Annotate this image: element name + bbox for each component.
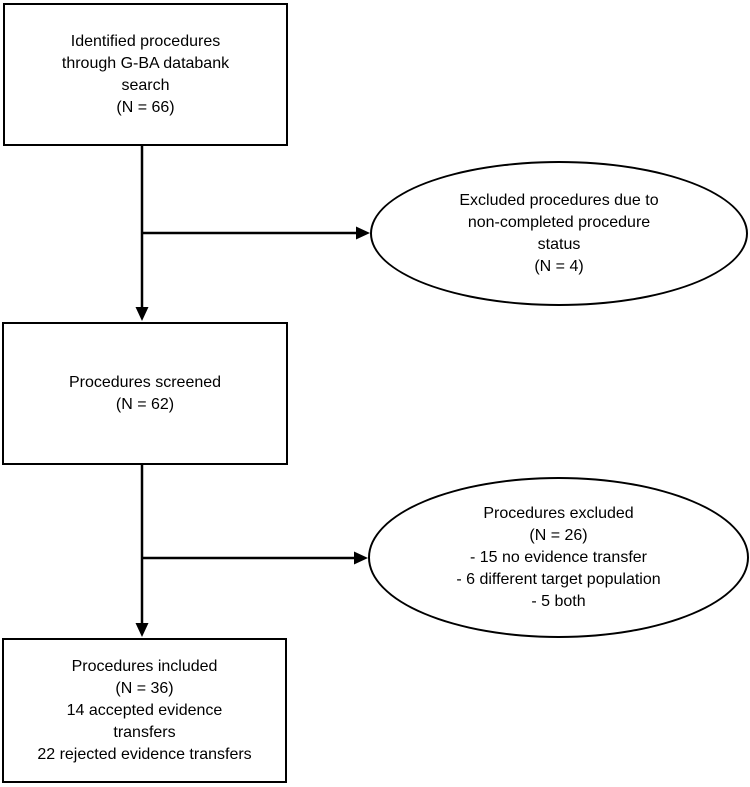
box-procedures-included: Procedures included (N = 36) 14 accepted… <box>2 638 287 783</box>
text-line: Procedures excluded <box>483 504 634 522</box>
arrow-to-excluded-reasons <box>142 551 368 565</box>
text-line: transfers <box>113 723 176 741</box>
text-line: (N = 66) <box>116 98 175 116</box>
text-line: Identified procedures <box>70 32 221 50</box>
text-line: - 5 both <box>531 592 586 610</box>
text-line: Excluded procedures due to <box>459 191 659 209</box>
text-line: - 6 different target population <box>456 570 661 588</box>
arrow-screened-to-included <box>135 465 149 637</box>
text-line: Procedures included <box>71 657 218 675</box>
text-line: Procedures screened <box>68 373 222 391</box>
text-line: through G-BA databank <box>61 54 230 72</box>
text-line: search <box>121 76 170 94</box>
text-line: 14 accepted evidence <box>66 701 223 719</box>
text-line: (N = 26) <box>529 526 588 544</box>
text-line: (N = 62) <box>115 395 175 413</box>
text-line: 22 rejected evidence transfers <box>37 745 252 763</box>
text-line: non-completed procedure <box>467 213 651 231</box>
arrow-to-excluded-status <box>142 226 370 240</box>
text-line: - 15 no evidence transfer <box>470 548 647 566</box>
ellipse-excluded-non-completed: Excluded procedures due to non-completed… <box>370 161 748 306</box>
arrow-identified-to-screened <box>135 146 149 321</box>
text-line: (N = 36) <box>115 679 174 697</box>
box-procedures-screened: Procedures screened (N = 62) <box>2 322 288 465</box>
ellipse-procedures-excluded: Procedures excluded (N = 26) - 15 no evi… <box>368 477 749 638</box>
text-line: (N = 4) <box>534 257 584 275</box>
box-identified-procedures: Identified procedures through G-BA datab… <box>3 3 288 146</box>
text-line: status <box>537 235 581 253</box>
